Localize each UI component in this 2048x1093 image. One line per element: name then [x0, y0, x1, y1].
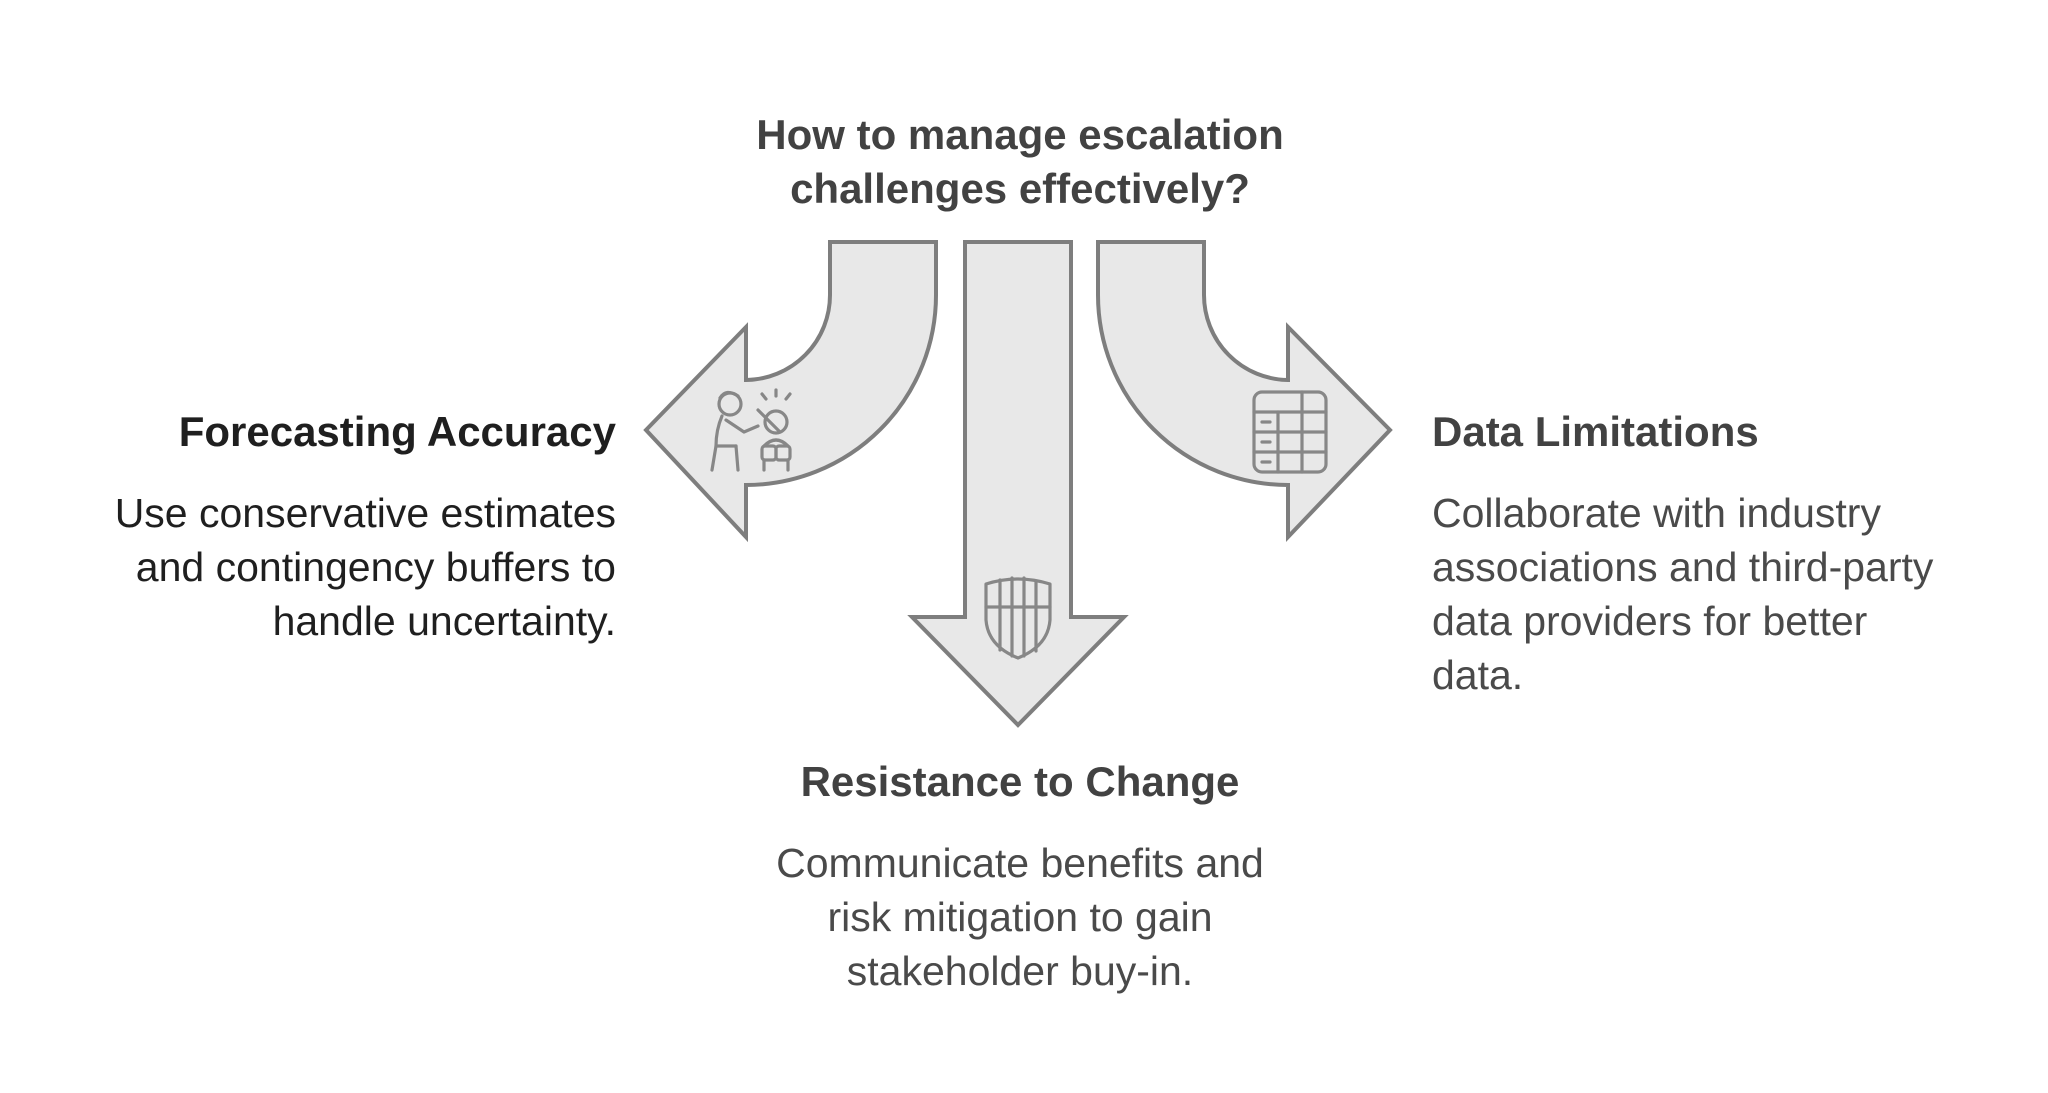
down-arrow [907, 240, 1129, 728]
branch-description-data-limitations: Collaborate with industry associations a… [1432, 490, 1934, 698]
branch-heading-forecasting-accuracy: Forecasting Accuracy [178, 408, 616, 455]
shield-icon [984, 576, 1052, 660]
table-icon [1252, 390, 1328, 474]
branch-heading-resistance-to-change: Resistance to Change [800, 758, 1240, 805]
branch-description-resistance-to-change: Communicate benefits and risk mitigation… [776, 840, 1264, 994]
left-curved-arrow [643, 240, 938, 543]
branch-heading-data-limitations: Data Limitations [1432, 408, 1759, 455]
branch-description-forecasting-accuracy: Use conservative estimates and contingen… [114, 490, 616, 644]
right-curved-arrow [1096, 240, 1393, 542]
person-with-child-icon [710, 388, 792, 472]
diagram-title: How to manage escalation challenges effe… [756, 111, 1284, 212]
